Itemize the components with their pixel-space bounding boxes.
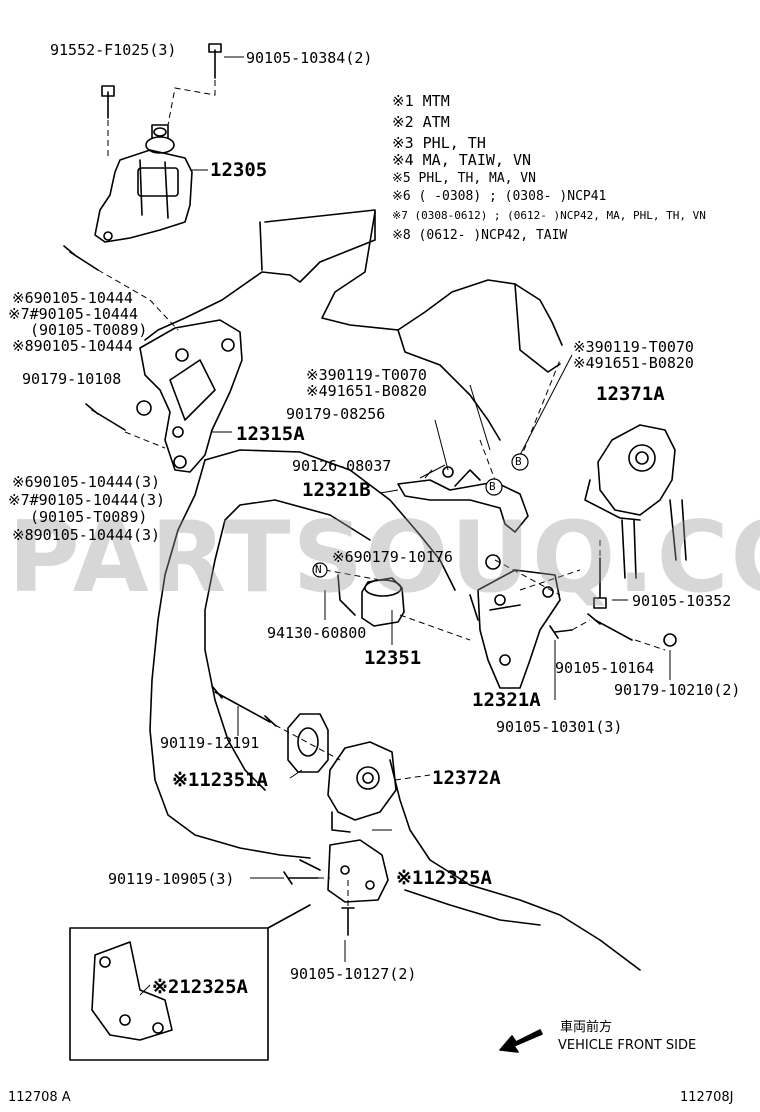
part-label-12325a-atm[interactable]: ※212325A (152, 976, 248, 998)
direction-label-en: VEHICLE FRONT SIDE (558, 1038, 697, 1053)
direction-label-jp: 車両前方 (560, 1020, 613, 1035)
part-label-90179-08256[interactable]: 90179-08256 (286, 405, 386, 423)
bolt-91552 (101, 85, 115, 119)
marker-n-label: N (315, 563, 322, 576)
part-label-12372a[interactable]: 12372A (432, 767, 501, 789)
part-label-12321b[interactable]: 12321B (302, 479, 371, 501)
part-label-90179-10176[interactable]: ※690179-10176 (332, 548, 453, 566)
part-label-12351a[interactable]: ※112351A (172, 769, 268, 791)
mount-12305 (94, 149, 193, 243)
bracket-12315A (139, 319, 243, 473)
marker-b1 (485, 478, 503, 496)
nut-90179-08256 (442, 466, 454, 478)
inset-bracket (91, 941, 173, 1041)
nut-90179-10108 (136, 400, 152, 416)
part-label-12305[interactable]: 12305 (210, 159, 268, 181)
marker-b2 (511, 453, 529, 471)
note-4: ※4 MA, TAIW, VN (392, 151, 531, 169)
part-label-90105-10384[interactable]: 90105-10384(2) (246, 49, 373, 67)
part-label-90105-10444-a8[interactable]: ※890105-10444 (12, 337, 133, 355)
bolt-mid (85, 403, 126, 431)
part-label-90126-08037[interactable]: 90126-08037 (292, 457, 392, 475)
note-3: ※3 PHL, TH (392, 134, 486, 152)
marker-b2-label: B (515, 455, 522, 468)
bushing-12351A (287, 713, 329, 773)
bolt-90105-10352 (593, 557, 607, 609)
part-label-90179-10108[interactable]: 90179-10108 (22, 370, 122, 388)
part-label-90179-10210[interactable]: 90179-10210(2) (614, 681, 741, 699)
bolt-upper (63, 245, 99, 271)
mount-12371A (597, 424, 676, 516)
bracket-12321B (397, 479, 529, 533)
part-label-90119-t0070-a[interactable]: ※390119-T0070 (306, 366, 427, 384)
part-label-12321a[interactable]: 12321A (472, 689, 541, 711)
part-label-90105-10444-a6[interactable]: ※690105-10444 (12, 289, 133, 307)
marker-b1-label: B (489, 480, 496, 493)
part-label-90119-12191[interactable]: 90119-12191 (160, 734, 260, 752)
part-label-90105-10444-b8[interactable]: ※890105-10444(3) (12, 526, 161, 544)
part-label-90119-t0070-b[interactable]: ※390119-T0070 (573, 338, 694, 356)
part-label-12351[interactable]: 12351 (364, 647, 422, 669)
part-label-90105-10301[interactable]: 90105-10301(3) (496, 718, 623, 736)
part-label-90105-10164[interactable]: 90105-10164 (555, 659, 655, 677)
nut-90179-10176 (485, 554, 501, 570)
note-6: ※6 ( -0308) ; (0308- )NCP41 (392, 189, 607, 204)
part-label-90105-10127[interactable]: 90105-10127(2) (290, 965, 417, 983)
note-7: ※7 (0308-0612) ; (0612- )NCP42, MA, PHL,… (392, 209, 706, 222)
part-label-90105-10444-b7[interactable]: ※7#90105-10444(3) (8, 491, 166, 509)
part-label-94130-60800[interactable]: 94130-60800 (267, 624, 367, 642)
part-label-90105-10352[interactable]: 90105-10352 (632, 592, 732, 610)
part-label-90105-10444-a7[interactable]: ※7#90105-10444 (8, 305, 138, 323)
bolt-90119-12191 (211, 685, 277, 727)
part-label-90105-t0089-a[interactable]: (90105-T0089) (30, 321, 148, 339)
part-label-12371a[interactable]: 12371A (596, 383, 665, 405)
note-2: ※2 ATM (392, 113, 450, 131)
footer-left-code: 112708 A (8, 1090, 71, 1105)
note-5: ※5 PHL, TH, MA, VN (392, 171, 536, 186)
note-1: ※1 MTM (392, 92, 450, 110)
bolt-90119-10905 (283, 871, 319, 885)
part-label-90119-10905[interactable]: 90119-10905(3) (108, 870, 235, 888)
part-label-91552-f1025[interactable]: 91552-F1025(3) (50, 41, 177, 59)
footer-right-code: 112708J (680, 1090, 734, 1105)
part-label-12315a[interactable]: 12315A (236, 423, 305, 445)
bolt-90105-10164 (587, 613, 633, 641)
part-label-90105-10444-b6[interactable]: ※690105-10444(3) (12, 473, 161, 491)
part-label-91651-b0820-b[interactable]: ※491651-B0820 (573, 354, 694, 372)
nut-90179-10210 (663, 633, 677, 647)
bracket-12321A (477, 569, 561, 689)
mount-12372A (327, 741, 397, 821)
inset-box (69, 927, 269, 1061)
engine-outline (144, 209, 376, 341)
part-label-91651-b0820-a[interactable]: ※491651-B0820 (306, 382, 427, 400)
part-label-12325a-mtm[interactable]: ※112325A (396, 867, 492, 889)
bolt-90105-10301 (549, 625, 573, 639)
note-8: ※8 (0612- )NCP42, TAIW (392, 228, 568, 243)
watermark: PARTSOUQ.COM (8, 501, 760, 615)
bracket-12325A (327, 839, 389, 903)
marker-n (312, 562, 328, 578)
bolt-90105-10384 (208, 43, 222, 79)
part-label-90105-t0089-b[interactable]: (90105-T0089) (30, 508, 148, 526)
bolt-90105-10127 (341, 907, 355, 936)
direction-arrow (499, 1029, 543, 1053)
